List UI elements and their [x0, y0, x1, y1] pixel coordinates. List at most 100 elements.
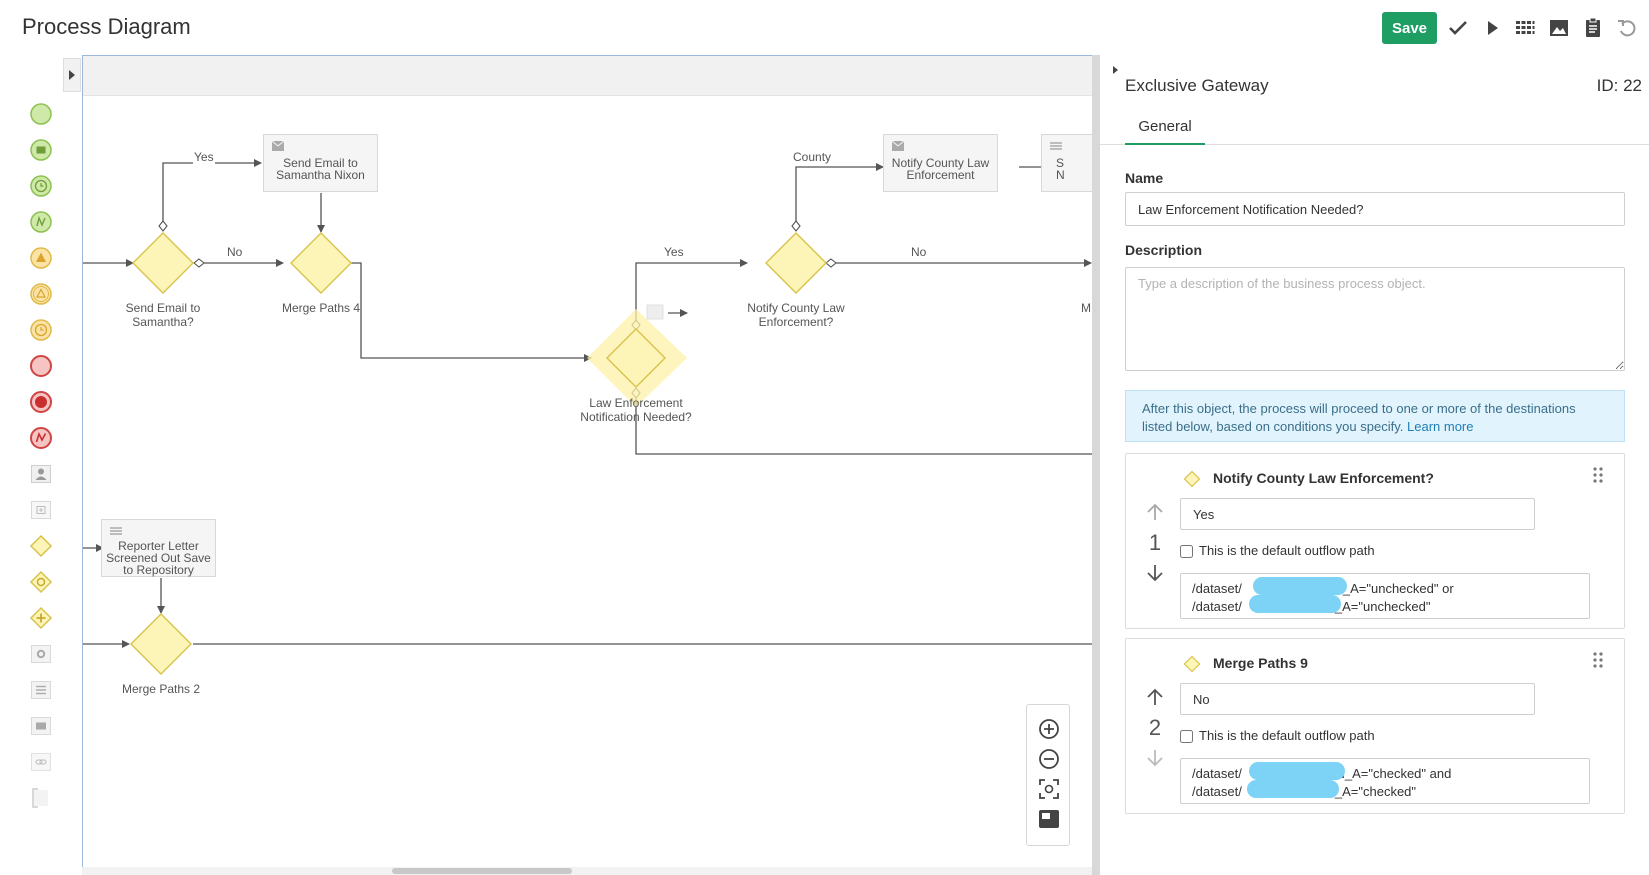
condition-text: /dataset/ — [1192, 599, 1242, 614]
play-icon[interactable] — [1480, 16, 1504, 40]
zoom-out-icon[interactable] — [1037, 747, 1061, 771]
minimap-icon[interactable] — [1037, 807, 1061, 831]
page-title: Process Diagram — [22, 14, 191, 39]
drag-handle-icon[interactable] — [1592, 651, 1604, 669]
condition-text: /N_A="checked" and — [1331, 766, 1452, 781]
move-down-icon[interactable] — [1144, 747, 1166, 769]
properties-panel: Exclusive Gateway ID: 22 General Name De… — [1100, 55, 1649, 875]
terminate-end-icon[interactable] — [28, 389, 54, 415]
condition-text: /N_A="checked" — [1321, 784, 1417, 799]
gateway-label: Notify County Law Enforcement? — [747, 301, 845, 329]
canvas-horizontal-scrollbar[interactable] — [82, 867, 1092, 875]
outflow-destination: Notify County Law Enforcement? — [1213, 470, 1434, 486]
condition-text: /dataset/ — [1192, 581, 1242, 596]
panel-tabs: General — [1100, 115, 1649, 145]
tab-general[interactable]: General — [1125, 115, 1205, 145]
diagram-connectors — [83, 159, 1092, 675]
object-id: ID: 22 — [1596, 76, 1642, 95]
redaction-mark — [1249, 595, 1341, 613]
save-button[interactable]: Save — [1382, 12, 1437, 44]
default-outflow-label: This is the default outflow path — [1199, 728, 1375, 743]
description-field[interactable] — [1125, 267, 1625, 371]
grid-icon[interactable] — [1513, 16, 1537, 40]
edge-label-county: County — [792, 150, 833, 164]
collapse-panel-icon[interactable] — [1112, 65, 1120, 75]
gateway-label: Merge Paths 2 — [121, 682, 201, 696]
parallel-gateway-icon[interactable] — [28, 605, 54, 631]
condition-text: /N_A="unchecked" — [1321, 599, 1431, 614]
outflow-card: Notify County Law Enforcement? 1 This is… — [1125, 453, 1625, 629]
default-outflow-checkbox[interactable] — [1180, 730, 1193, 743]
task-notify-county[interactable]: Notify County Law Enforcement — [883, 134, 998, 192]
gateway-merge-4 — [290, 232, 352, 294]
outflow-card: Merge Paths 9 2 This is the default outf… — [1125, 638, 1625, 814]
redaction-mark — [1249, 762, 1345, 780]
zoom-in-icon[interactable] — [1037, 717, 1061, 741]
fit-screen-icon[interactable] — [1037, 777, 1061, 801]
diagram-canvas[interactable]: Yes No Yes County No Send Email to Saman… — [82, 55, 1092, 875]
task-label: Reporter Letter Screened Out Save to Rep… — [106, 539, 211, 577]
outflow-label-field[interactable] — [1180, 498, 1535, 530]
task-reporter-letter[interactable]: Reporter Letter Screened Out Save to Rep… — [101, 519, 216, 577]
edge-label-yes: Yes — [193, 150, 215, 164]
default-outflow-checkbox[interactable] — [1180, 545, 1193, 558]
image-icon[interactable] — [1547, 16, 1571, 40]
zoom-controls — [1026, 704, 1070, 846]
escalation-event-icon[interactable] — [28, 245, 54, 271]
gateway-notify-county — [765, 232, 827, 294]
learn-more-link[interactable]: Learn more — [1407, 419, 1474, 434]
drag-handle-icon[interactable] — [1592, 466, 1604, 484]
check-icon[interactable] — [1446, 16, 1470, 40]
task-label: Send Email to Samantha Nixon — [276, 156, 365, 182]
service-task-icon[interactable] — [28, 641, 54, 667]
edge-label-no: No — [910, 245, 928, 259]
clipboard-icon[interactable] — [1581, 16, 1605, 40]
message-start-icon[interactable] — [28, 137, 54, 163]
name-label: Name — [1125, 170, 1164, 186]
outflow-label-field[interactable] — [1180, 683, 1535, 715]
annotation-icon[interactable] — [28, 785, 54, 811]
redaction-mark — [1253, 577, 1347, 595]
condition-expression[interactable]: /dataset//N_A="unchecked" or /dataset//N… — [1180, 573, 1590, 619]
panel-title: Exclusive Gateway — [1125, 76, 1269, 95]
script-task-icon[interactable] — [28, 677, 54, 703]
escalation-intermediate-icon[interactable] — [28, 281, 54, 307]
move-down-icon[interactable] — [1144, 562, 1166, 584]
send-task-icon — [272, 141, 284, 151]
send-task-icon[interactable] — [28, 713, 54, 739]
move-up-icon[interactable] — [1144, 686, 1166, 708]
signal-start-icon[interactable] — [28, 209, 54, 235]
name-field[interactable] — [1125, 192, 1625, 226]
end-event-icon[interactable] — [28, 353, 54, 379]
condition-expression[interactable]: /dataset//N_A="checked" and /dataset//N_… — [1180, 758, 1590, 804]
gateway-send-email — [132, 232, 194, 294]
timer-intermediate-icon[interactable] — [28, 317, 54, 343]
task-label: Notify County Law Enforcement — [891, 156, 990, 182]
error-end-icon[interactable] — [28, 425, 54, 451]
task-send-email[interactable]: Send Email to Samantha Nixon — [263, 134, 378, 192]
panel-splitter[interactable] — [1092, 55, 1100, 875]
outflow-destination: Merge Paths 9 — [1213, 655, 1308, 671]
task-label: S N — [1056, 156, 1065, 182]
gateway-merge-2 — [130, 613, 192, 675]
undo-icon[interactable] — [1615, 16, 1639, 40]
task-partial[interactable]: S N — [1041, 134, 1092, 192]
edge-label-no: No — [226, 245, 244, 259]
send-task-icon — [892, 141, 904, 151]
exclusive-gateway-icon — [1184, 471, 1200, 487]
timer-start-icon[interactable] — [28, 173, 54, 199]
user-task-icon[interactable] — [28, 461, 54, 487]
move-up-icon[interactable] — [1144, 501, 1166, 523]
script-task-icon — [110, 527, 122, 535]
header-bar: Process Diagram Save — [0, 0, 1649, 55]
palette-expand-toggle[interactable] — [63, 58, 81, 92]
link-icon[interactable] — [28, 749, 54, 775]
script-task-icon — [1050, 142, 1062, 150]
exclusive-gateway-icon[interactable] — [28, 533, 54, 559]
inclusive-gateway-icon[interactable] — [28, 569, 54, 595]
info-message: After this object, the process will proc… — [1125, 390, 1625, 442]
scroll-thumb[interactable] — [392, 868, 572, 874]
subprocess-icon[interactable] — [28, 497, 54, 523]
start-event-icon[interactable] — [28, 101, 54, 127]
canvas-toolbar — [83, 56, 1092, 96]
